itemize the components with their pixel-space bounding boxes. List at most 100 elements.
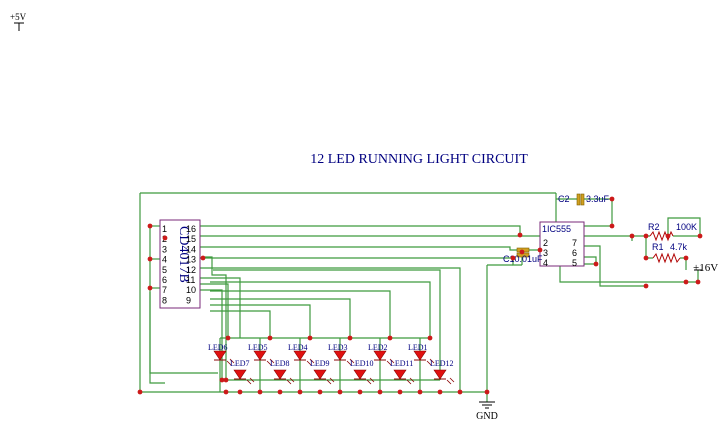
- junction-dot: [609, 196, 615, 202]
- ic-555-pin-2: 2: [543, 238, 548, 248]
- capacitor-c2[interactable]: C2 3.3uF: [558, 193, 610, 206]
- led-row-bottom: LED7 LED8 LED9 LED10 LED11 LED12: [230, 359, 455, 385]
- junction-dot: [609, 223, 615, 229]
- junction-dot: [225, 335, 231, 341]
- led-led8[interactable]: LED8: [270, 359, 295, 385]
- supply-16v: +16V: [693, 262, 718, 274]
- led-led6[interactable]: LED6: [208, 343, 235, 366]
- junction-dot: [267, 335, 273, 341]
- ground-label: GND: [476, 411, 498, 422]
- led-led9[interactable]: LED9: [310, 359, 335, 385]
- led-led1[interactable]: LED1: [408, 343, 435, 366]
- junction-dot: [697, 233, 703, 239]
- svg-text:C10.01uF: C10.01uF: [503, 254, 543, 264]
- resistor-r2[interactable]: R2 100K: [648, 222, 697, 242]
- ic-cd4017b-pin-15: 15: [186, 234, 196, 244]
- junction-dot: [484, 389, 490, 395]
- junction-dot: [347, 335, 353, 341]
- led-label: LED4: [288, 343, 308, 352]
- ic-555-left-pins: 234: [543, 238, 548, 268]
- led-label: LED12: [430, 359, 454, 368]
- junction-dot: [162, 235, 168, 241]
- led-led5[interactable]: LED5: [248, 343, 275, 366]
- ic-555-right-pins: 765: [572, 238, 577, 268]
- junction-dot: [147, 285, 153, 291]
- ground-symbol: GND: [476, 401, 498, 422]
- junction-dot: [519, 249, 525, 255]
- led-label: LED3: [328, 343, 348, 352]
- ic-cd4017b-pin-9: 9: [186, 295, 191, 305]
- junction-dot: [593, 261, 599, 267]
- led-label: LED10: [350, 359, 374, 368]
- junction-dot: [257, 389, 263, 395]
- junction-dot: [537, 247, 543, 253]
- junction-dot: [397, 389, 403, 395]
- ic-555[interactable]: 1IC555: [539, 221, 585, 267]
- led-led2[interactable]: LED2: [368, 343, 395, 366]
- vcc-symbol: +5V: [10, 12, 27, 31]
- junction-dot: [277, 389, 283, 395]
- ic-cd4017b[interactable]: CD4017B: [159, 219, 201, 309]
- c2-ref: C2: [558, 194, 570, 204]
- ic-cd4017b-pin-4: 4: [162, 255, 167, 265]
- junction-dot: [643, 283, 649, 289]
- junction-dot: [377, 389, 383, 395]
- junction-dot: [223, 377, 229, 383]
- junction-dot: [200, 255, 206, 261]
- junction-dot: [387, 335, 393, 341]
- ic-555-ref: 1: [542, 224, 547, 234]
- ic-cd4017b-pin-3: 3: [162, 244, 167, 254]
- led-label: LED7: [230, 359, 250, 368]
- ic-555-pin-7: 7: [572, 238, 577, 248]
- r1-value: 4.7k: [670, 242, 688, 252]
- led-label: LED5: [248, 343, 268, 352]
- ic-cd4017b-pin-7: 7: [162, 285, 167, 295]
- junction-dot: [695, 279, 701, 285]
- r1-ref: R1: [652, 242, 664, 252]
- led-led10[interactable]: LED10: [350, 359, 375, 385]
- ic-cd4017b-pin-6: 6: [162, 275, 167, 285]
- diagram-title: 12 LED RUNNING LIGHT CIRCUIT: [310, 152, 528, 167]
- wires: [139, 192, 701, 402]
- junction-dot: [357, 389, 363, 395]
- junction-dot: [643, 255, 649, 261]
- junction-dot: [317, 389, 323, 395]
- ic-555-label: IC555: [547, 224, 571, 234]
- resistor-r1[interactable]: R1 4.7k: [652, 242, 688, 264]
- ic-555-pin-5: 5: [572, 258, 577, 268]
- supply-label: +16V: [693, 262, 718, 274]
- junction-dot: [223, 389, 229, 395]
- r2-ref: R2: [648, 222, 660, 232]
- junction-dot: [665, 233, 671, 239]
- c1-ref: C1: [503, 254, 515, 264]
- junction-dot: [437, 389, 443, 395]
- junction-dot: [683, 279, 689, 285]
- junction-dot: [137, 389, 143, 395]
- ic-cd4017b-pin-10: 10: [186, 285, 196, 295]
- led-label: LED8: [270, 359, 290, 368]
- led-led3[interactable]: LED3: [328, 343, 355, 366]
- led-led11[interactable]: LED11: [390, 359, 415, 385]
- ic-cd4017b-pin-16: 16: [186, 224, 196, 234]
- led-row-top: LED6 LED5 LED4 LED3 LED2 LED1: [208, 343, 435, 366]
- ic-555-pin-4: 4: [543, 258, 548, 268]
- led-label: LED9: [310, 359, 330, 368]
- junction-dots: [137, 196, 703, 395]
- junction-dot: [147, 256, 153, 262]
- junction-dot: [417, 389, 423, 395]
- led-led4[interactable]: LED4: [288, 343, 315, 366]
- r2-value: 100K: [676, 222, 697, 232]
- ic-555-pin-3: 3: [543, 248, 548, 258]
- junction-dot: [337, 389, 343, 395]
- c2-value: 3.3uF: [586, 194, 610, 204]
- junction-dot: [237, 389, 243, 395]
- led-led7[interactable]: LED7: [230, 359, 255, 385]
- junction-dot: [629, 233, 635, 239]
- ic-cd4017b-pin-14: 14: [186, 244, 196, 254]
- led-label: LED1: [408, 343, 428, 352]
- led-led12[interactable]: LED12: [430, 359, 455, 385]
- junction-dot: [297, 389, 303, 395]
